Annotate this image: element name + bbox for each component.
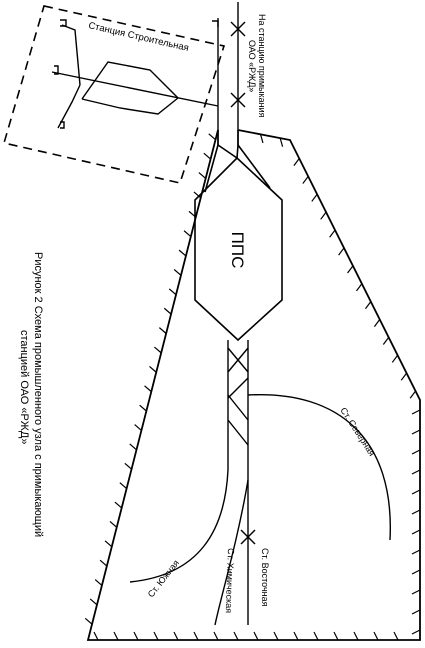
hatch-tick [411,509,421,515]
hatch-tick [364,301,372,310]
hatch-tick [124,462,132,470]
hatch-tick [104,540,113,548]
hatch-tick [400,372,408,381]
hatch-tick [382,337,390,345]
hatch-tick [119,482,128,489]
hatch-tick [411,409,421,415]
hatch-tick [149,365,157,373]
hatch-tick [89,598,98,606]
hatch-tick [411,629,421,635]
hatch-tick [293,158,300,167]
hatch-tick [163,307,172,315]
hatch-tick [411,469,421,475]
hatch-tick [134,424,142,431]
hatch-tick [347,265,354,274]
hatch-tick [208,133,216,141]
hatch-tick [333,631,339,641]
fence-hatching [84,133,421,641]
hatch-tick [356,283,363,292]
hatch-tick [183,230,192,238]
hatch-tick [253,631,259,641]
hatch-tick [93,631,99,641]
hatch-tick [329,229,336,238]
hatch-tick [411,569,421,575]
hatch-tick [139,404,147,412]
hatch-tick [154,346,162,354]
hatch-tick [411,549,421,555]
hatch-tick [84,617,93,625]
caption-line2: станцией ОАО «РЖД» [18,330,30,444]
hatch-tick [293,631,299,641]
hatch-tick [411,589,421,595]
hatch-tick [411,609,421,615]
hatch-tick [173,631,179,641]
hatch-tick [153,631,159,641]
industrial-area-fence [86,129,421,641]
caption-line1: Рисунок 2 Схема промышленного узла с при… [32,252,44,537]
station-boundary [2,5,226,184]
hatch-tick [320,211,327,220]
hatch-tick [198,172,207,179]
hatch-tick [273,631,279,641]
hatch-tick [133,631,139,641]
hatch-tick [109,520,118,528]
hatch-tick [193,631,199,641]
hatch-tick [113,631,119,641]
hatch-tick [411,429,421,435]
hatch-tick [94,579,103,586]
hatch-tick [338,247,345,256]
lower-tracks [129,340,391,626]
hatch-tick [178,249,187,257]
branch-label-khimicheskaya: Ст. Химическая [224,548,236,614]
junction-label-line1: На станцию примыкания [257,14,267,118]
hatch-tick [168,288,177,296]
hatch-tick [411,489,421,495]
station-tracks [51,19,219,129]
hatch-tick [193,191,202,199]
hatch-tick [233,631,239,641]
hatch-tick [213,631,219,641]
main-tracks [212,2,246,145]
hatch-tick [409,390,417,399]
hatch-tick [259,134,264,144]
hatch-tick [144,385,152,393]
junction-label-line2: ОАО «РЖД» [247,40,257,92]
hatch-tick [129,443,137,451]
hatch-tick [279,137,284,147]
pps-label: ППС [228,232,247,269]
hatch-tick [373,631,379,641]
hatch-tick [393,631,399,641]
hatch-tick [313,631,319,641]
hatch-tick [411,529,421,535]
hatch-tick [391,354,399,363]
hatch-tick [311,193,318,202]
hatch-tick [353,631,359,641]
pps-yard [194,130,283,342]
hatch-tick [411,449,421,455]
hatch-tick [173,269,182,276]
branch-label-vostochnaya: Ст. Восточная [260,548,270,607]
branch-label-severnaya: Ст. Северная [338,406,377,458]
hatch-tick [158,327,167,334]
hatch-tick [373,319,381,328]
station-box-label: Станция Строительная [87,20,189,54]
hatch-tick [114,501,123,509]
hatch-tick [99,559,108,567]
hatch-tick [302,176,309,184]
hatch-tick [203,152,211,160]
